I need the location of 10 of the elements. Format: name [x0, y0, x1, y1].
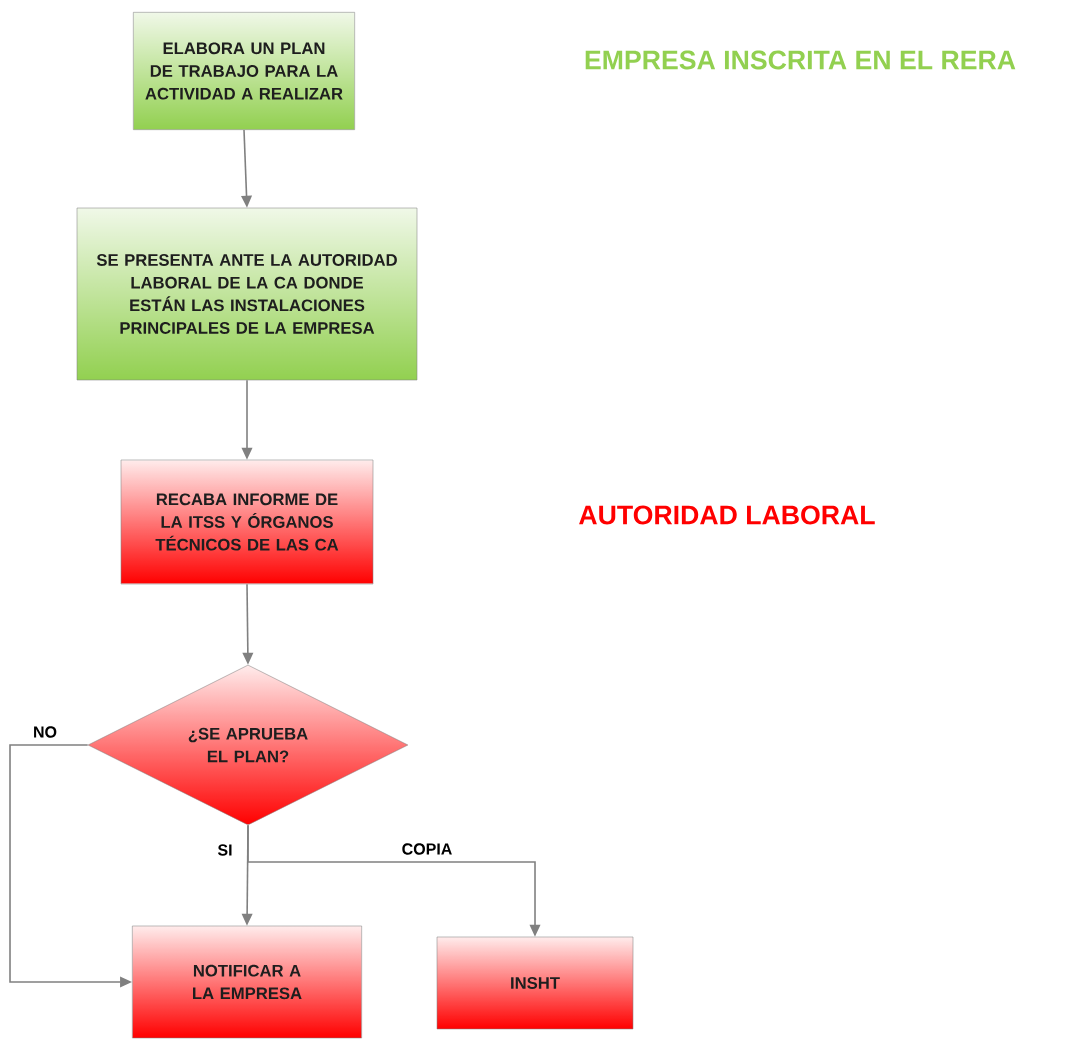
process-box: ELABORA UN PLAN DE TRABAJO PARA LA ACTIVIDAD A REALIZAR — [133, 12, 355, 130]
process-box: RECABA INFORME DE LA ITSS Y ÓRGANOS TÉCNICOS DE LAS CA — [120, 459, 374, 585]
lane-label: AUTORIDAD LABORAL — [579, 505, 875, 525]
lane-label: EMPRESA INSCRITA EN EL RERA — [585, 50, 1016, 70]
process-box: NOTIFICAR A LA EMPRESA — [132, 925, 362, 1039]
process-box: INSHT — [436, 936, 634, 1030]
edge-label: NO — [31, 725, 59, 739]
edge-label: SI — [216, 843, 234, 857]
edge-label: COPIA — [400, 842, 454, 856]
process-box: SE PRESENTA ANTE LA AUTORIDAD LABORAL DE LA CA DONDE ESTÁN LAS INSTALACIONES PRINCIPALES DE LA EMPRESA — [76, 207, 418, 381]
